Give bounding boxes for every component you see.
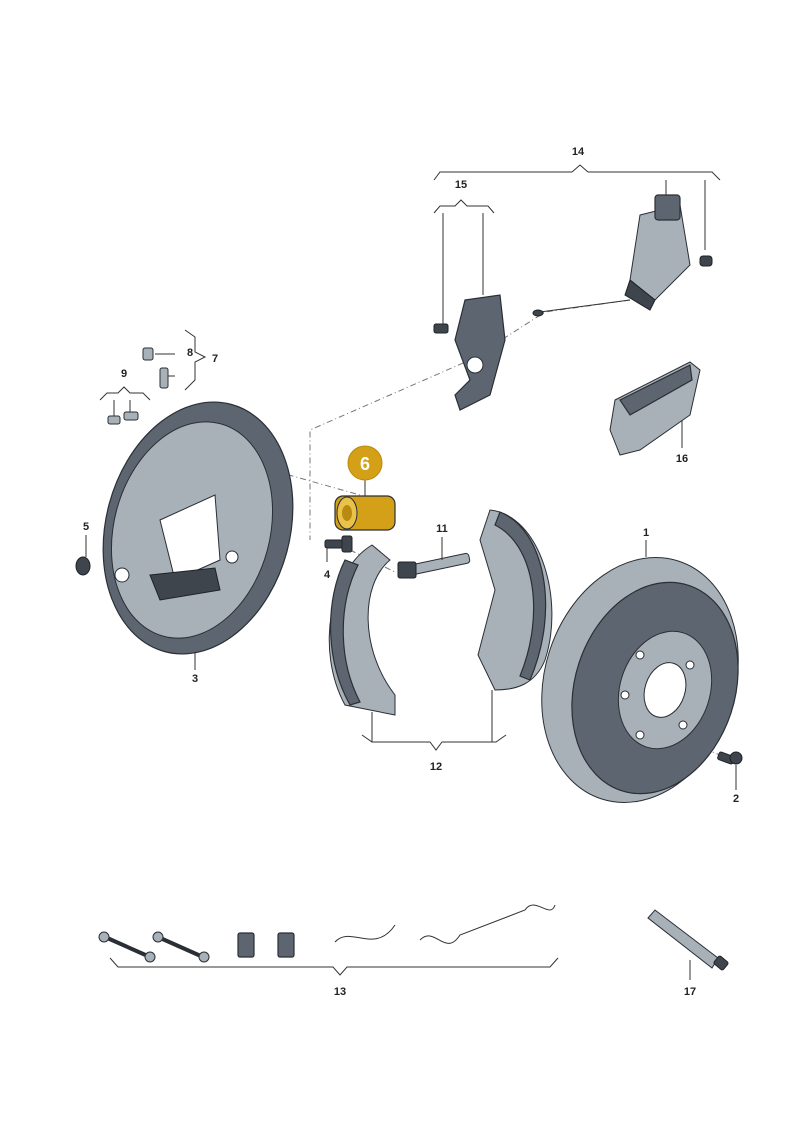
plug[interactable] [75, 556, 91, 576]
leader-lines [85, 164, 737, 980]
callout-3: 3 [192, 673, 198, 685]
bleeder-valve[interactable] [159, 367, 169, 389]
sensor-unit[interactable] [532, 194, 691, 317]
callout-4: 4 [324, 569, 331, 581]
highlight-callout[interactable]: 6 [347, 445, 383, 481]
brake-drum[interactable] [511, 532, 769, 828]
brake-shoe-left[interactable] [328, 544, 396, 716]
sensor-plug[interactable] [699, 255, 713, 267]
callout-13: 13 [334, 986, 346, 998]
callout-7: 7 [212, 353, 218, 365]
brake-shoe-right[interactable] [477, 509, 553, 691]
callout-9: 9 [121, 368, 127, 380]
hex-bolt[interactable] [324, 535, 353, 553]
grease-tube[interactable] [647, 909, 729, 971]
backing-plate[interactable] [76, 381, 320, 676]
callout-14: 14 [572, 146, 585, 158]
callout-8: 8 [187, 347, 193, 359]
highlight-badge[interactable] [347, 445, 383, 481]
repair-kit[interactable] [98, 904, 556, 963]
bracket-screw[interactable] [433, 323, 449, 334]
adjuster[interactable] [397, 552, 471, 579]
callout-16: 16 [676, 453, 688, 465]
callout-11: 11 [436, 523, 448, 535]
callout-1: 1 [643, 527, 649, 539]
highlight-label: 6 [360, 454, 370, 474]
callout-15: 15 [455, 179, 467, 191]
callout-labels: 1 2 3 4 5 7 8 9 11 12 13 14 15 16 17 [83, 146, 739, 998]
callout-5: 5 [83, 521, 89, 533]
callout-12: 12 [430, 761, 442, 773]
clip-bracket[interactable] [609, 361, 701, 456]
bleeder-cap[interactable] [142, 347, 154, 361]
sensor-bracket[interactable] [454, 294, 506, 411]
callout-17: 17 [684, 986, 696, 998]
callout-2: 2 [733, 793, 739, 805]
drum-screw[interactable] [717, 751, 743, 765]
wheel-cylinder[interactable] [334, 495, 396, 531]
pipe-union[interactable] [107, 411, 139, 425]
